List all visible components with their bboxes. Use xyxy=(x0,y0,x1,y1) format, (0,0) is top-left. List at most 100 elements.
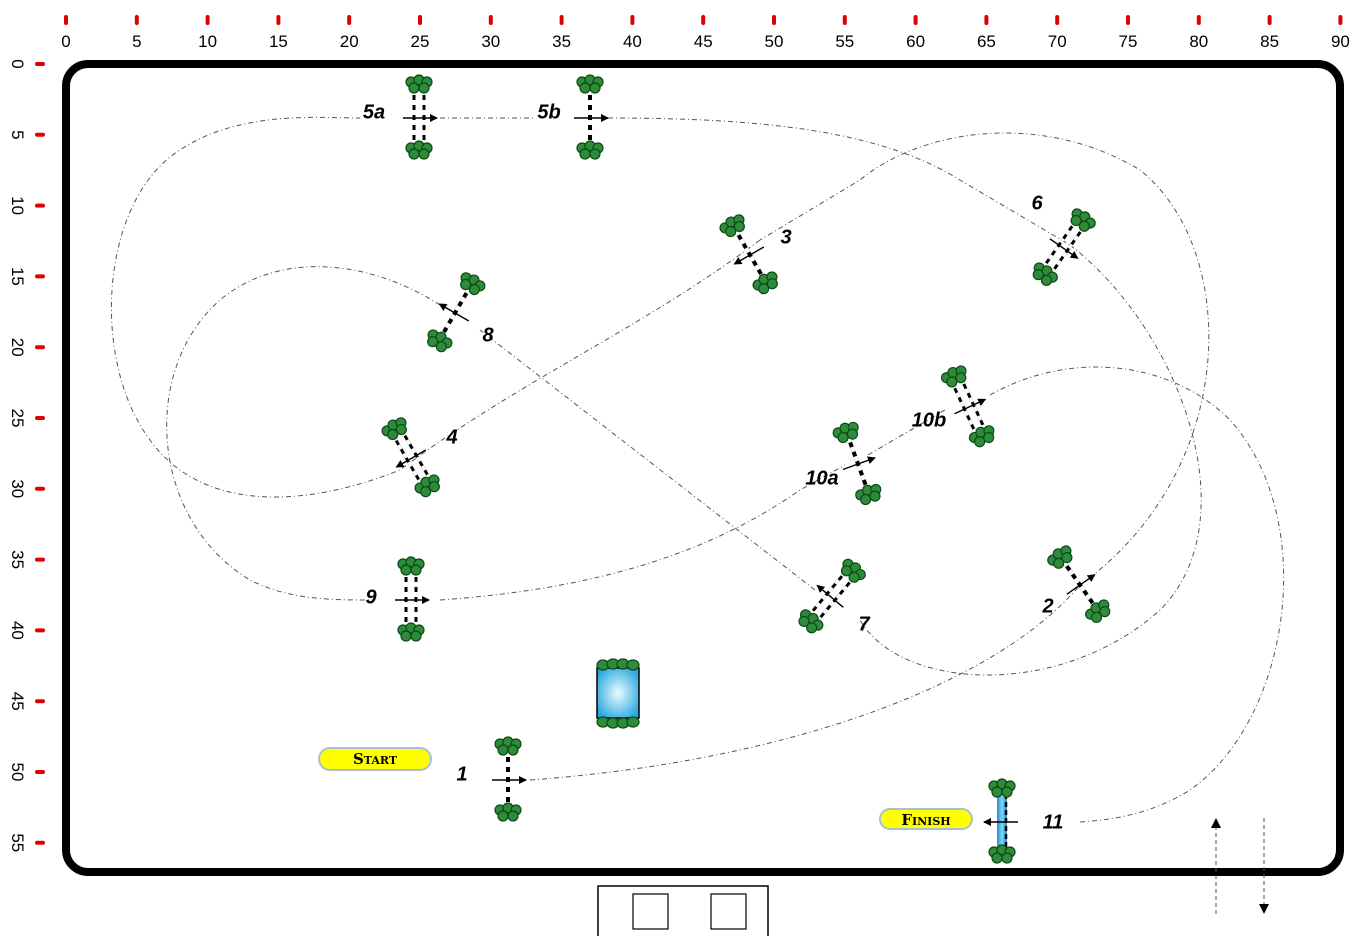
top-axis-tick-mark xyxy=(630,15,635,25)
direction-arrow-icon xyxy=(954,398,987,415)
jump-7 xyxy=(798,558,866,634)
left-axis-tick-label: 20 xyxy=(8,338,27,357)
jump-9 xyxy=(395,556,430,642)
left-axis-tick-label: 0 xyxy=(8,59,27,68)
left-axis-tick-mark xyxy=(35,62,45,66)
top-axis-tick-label: 35 xyxy=(552,32,571,51)
left-axis-tick-mark xyxy=(35,486,45,491)
jump-8 xyxy=(427,272,486,353)
jump-label: 4 xyxy=(445,426,457,448)
top-axis-tick-label: 20 xyxy=(340,32,359,51)
top-axis-tick-mark xyxy=(276,15,281,25)
top-axis-tick-label: 90 xyxy=(1331,32,1350,51)
entrance-arrow-icon xyxy=(1211,818,1221,828)
start-marker: Start xyxy=(318,747,432,771)
top-axis-tick-label: 50 xyxy=(765,32,784,51)
top-axis-tick-mark xyxy=(559,15,564,25)
top-axis-tick-label: 25 xyxy=(411,32,430,51)
top-axis-tick-label: 0 xyxy=(61,32,70,51)
direction-arrow-icon xyxy=(816,584,844,608)
top-axis-tick-mark xyxy=(1267,15,1272,25)
jump-label: 9 xyxy=(365,586,377,608)
course-path xyxy=(110,116,1285,823)
top-axis-tick-label: 60 xyxy=(906,32,925,51)
jump-10b xyxy=(940,365,995,448)
left-axis-tick-label: 30 xyxy=(8,479,27,498)
top-axis-tick-mark xyxy=(1055,15,1060,25)
left-axis-tick-mark xyxy=(35,557,45,562)
jump-label: 6 xyxy=(1031,192,1043,214)
left-axis-tick-label: 40 xyxy=(8,621,27,640)
left-axis-tick-label: 25 xyxy=(8,409,27,428)
top-axis-tick-label: 15 xyxy=(269,32,288,51)
jump-11 xyxy=(983,778,1018,864)
left-axis-tick-mark xyxy=(35,345,45,350)
finish-marker: Finish xyxy=(879,808,973,830)
left-axis-tick-mark xyxy=(35,699,45,704)
arena-boundary xyxy=(62,60,1344,876)
left-axis-tick-mark xyxy=(35,203,45,208)
top-axis-tick-label: 5 xyxy=(132,32,141,51)
top-axis-tick-mark xyxy=(984,15,989,25)
jump-5b xyxy=(574,74,609,160)
top-axis-tick-label: 65 xyxy=(977,32,996,51)
jump-label: 5b xyxy=(537,101,560,123)
start-label: Start xyxy=(353,750,398,768)
jump-5a xyxy=(403,74,438,160)
direction-arrow-icon xyxy=(1049,238,1079,259)
top-axis-tick-mark xyxy=(488,15,493,25)
direction-arrow-icon xyxy=(1066,574,1096,595)
top-axis-tick-mark xyxy=(1338,15,1343,25)
left-axis-tick-label: 5 xyxy=(8,130,27,139)
water-jump xyxy=(596,658,640,729)
top-axis-tick-label: 55 xyxy=(835,32,854,51)
top-axis-tick-mark xyxy=(205,15,210,25)
jump-label: 7 xyxy=(858,613,870,635)
entrance-exit-arrows xyxy=(1215,818,1265,914)
top-axis-tick-mark xyxy=(418,15,422,25)
left-axis-tick-label: 55 xyxy=(8,833,27,852)
judges-box xyxy=(597,885,769,936)
finish-label: Finish xyxy=(901,811,950,829)
top-axis-tick-mark xyxy=(772,15,776,25)
left-axis-tick-mark xyxy=(35,628,45,633)
left-axis-tick-mark xyxy=(35,416,45,420)
left-axis-tick-mark xyxy=(35,770,45,774)
jump-label: 5a xyxy=(363,101,385,123)
top-axis-tick-mark xyxy=(64,15,68,25)
jump-10a xyxy=(832,421,882,506)
left-axis-tick-label: 45 xyxy=(8,692,27,711)
left-axis-tick-label: 35 xyxy=(8,550,27,569)
top-axis-tick-label: 40 xyxy=(623,32,642,51)
top-axis-tick-mark xyxy=(1196,15,1201,25)
top-axis-tick-mark xyxy=(842,15,847,25)
left-axis-tick-mark xyxy=(35,274,45,279)
jump-4 xyxy=(381,417,440,498)
jump-label: 2 xyxy=(1041,595,1053,617)
top-axis-tick-label: 45 xyxy=(694,32,713,51)
direction-arrow-icon xyxy=(395,449,427,468)
top-axis-tick-mark xyxy=(347,15,352,25)
left-axis-tick-label: 15 xyxy=(8,267,27,286)
left-axis-tick-mark xyxy=(35,840,45,845)
top-axis-tick-mark xyxy=(701,15,706,25)
left-axis-tick-mark xyxy=(35,132,45,137)
direction-arrow-icon xyxy=(842,456,876,471)
left-axis-tick-label: 50 xyxy=(8,763,27,782)
left-axis: 0 5 10 15 20 25 30 35 40 45 50 55 xyxy=(8,59,45,852)
top-axis-tick-label: 10 xyxy=(198,32,217,51)
top-axis-tick-mark xyxy=(134,15,139,25)
exit-arrow-icon xyxy=(1259,904,1269,914)
jump-2 xyxy=(1047,545,1111,623)
left-axis-tick-label: 10 xyxy=(8,196,27,215)
direction-arrow-icon xyxy=(733,246,765,265)
top-axis-tick-mark xyxy=(913,15,918,25)
jump-label: 10b xyxy=(912,409,946,431)
jump-1 xyxy=(492,736,527,822)
top-axis-tick-mark xyxy=(1126,15,1130,25)
jump-label: 1 xyxy=(456,763,467,785)
jump-3 xyxy=(719,214,778,295)
jump-label: 10a xyxy=(805,467,838,489)
